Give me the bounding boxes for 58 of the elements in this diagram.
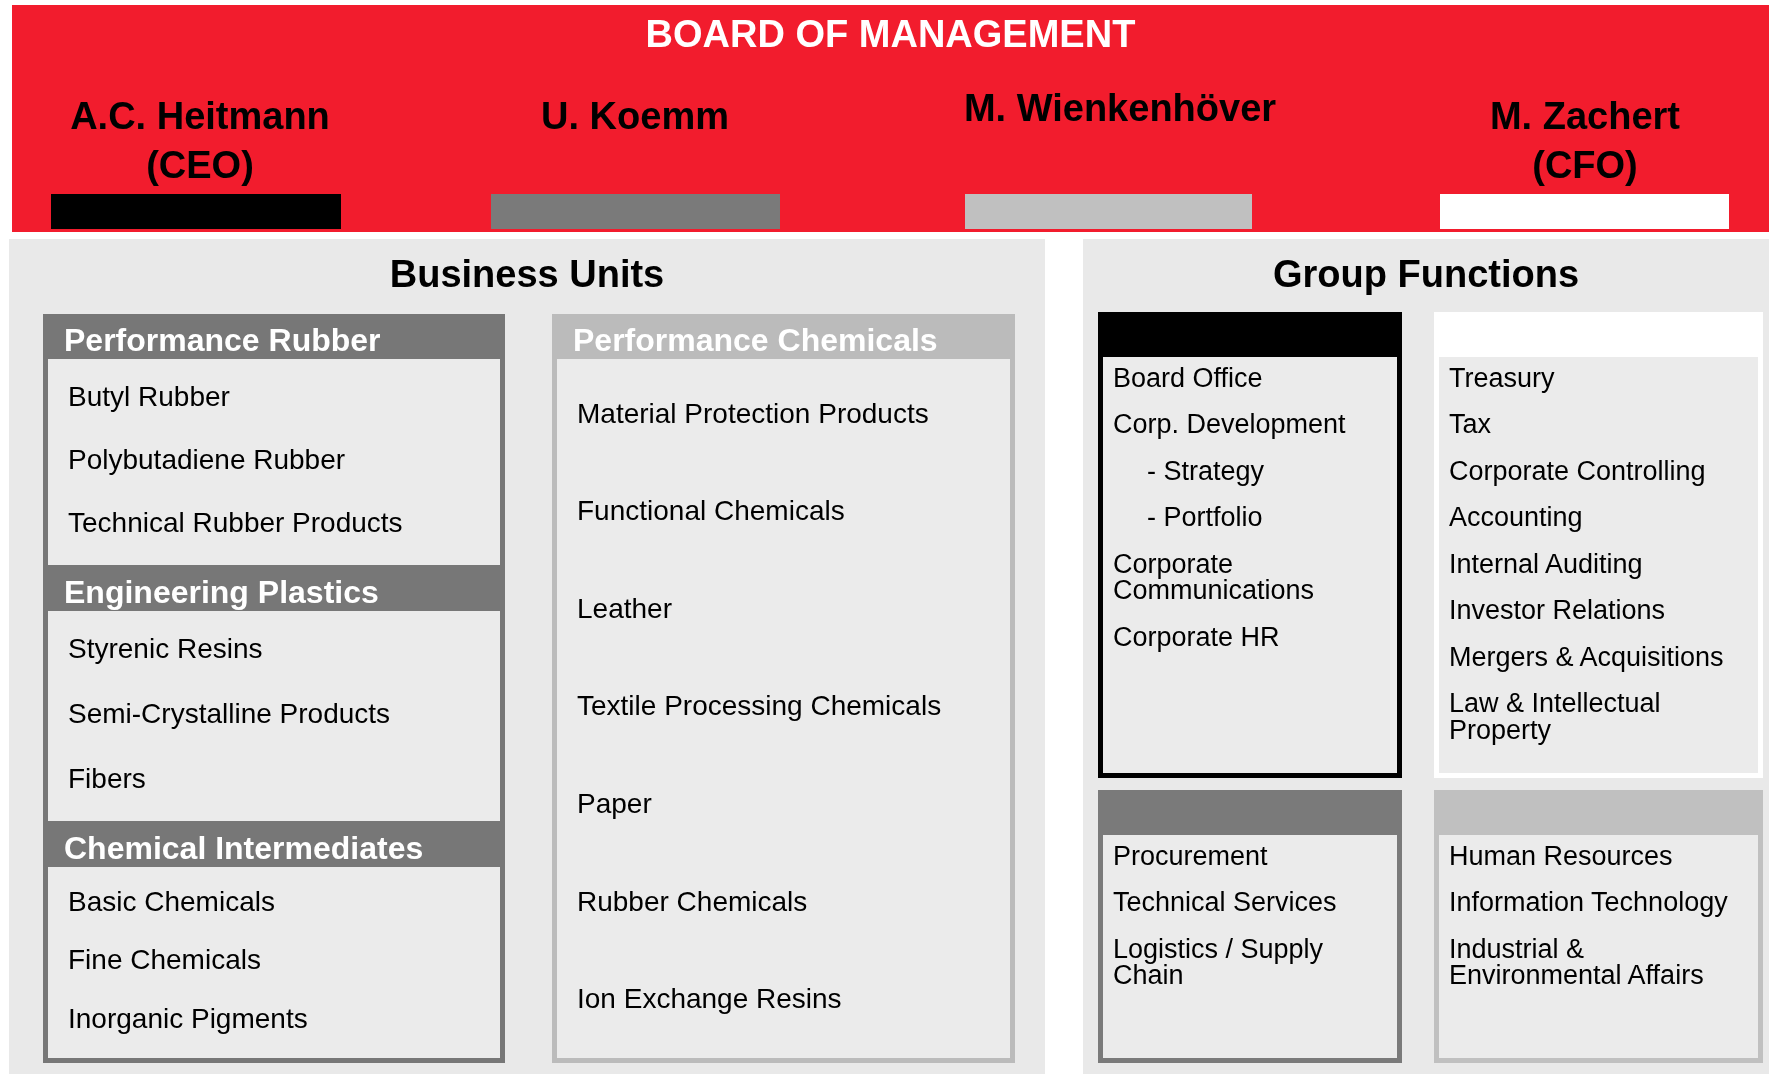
unit-card [1434, 790, 1763, 1063]
color-bar [51, 194, 341, 229]
list-item: Corporate Controlling [1449, 457, 1707, 485]
person-name: M. Wienkenhöver [920, 84, 1320, 144]
list-item: Material Protection Products [577, 399, 930, 428]
list-item: Board Office [1113, 365, 1264, 392]
list-item: Rubber Chemicals [577, 887, 809, 916]
list-item: Investor Relations [1449, 597, 1667, 624]
card-header: Performance Chemicals [557, 319, 1010, 359]
card-header: Performance Rubber [48, 319, 500, 359]
unit-card [1098, 312, 1402, 778]
card-header: Engineering Plastics [48, 571, 500, 611]
list-item: Information Technology [1449, 889, 1729, 916]
list-item: Law & Intellectual Property [1449, 690, 1662, 744]
list-item: Internal Auditing [1449, 550, 1644, 578]
section-panel [9, 239, 1045, 1074]
list-item: Inorganic Pigments [68, 1004, 309, 1033]
section-title: Group Functions [1271, 253, 1581, 296]
list-item: Logistics / Supply Chain [1113, 935, 1325, 989]
color-bar [1440, 194, 1729, 229]
list-item: Tax [1449, 411, 1493, 438]
list-item: Treasury [1449, 365, 1556, 392]
section-title: Business Units [388, 253, 666, 296]
color-bar [491, 194, 780, 229]
panel-title: BOARD OF MANAGEMENT [644, 13, 1137, 56]
list-item: - Strategy [1146, 457, 1266, 485]
list-item: Technical Services [1113, 889, 1338, 916]
list-item: Corporate HR [1113, 623, 1281, 651]
list-item: Industrial & Environmental Affairs [1449, 935, 1705, 989]
list-item: Fine Chemicals [68, 946, 262, 975]
list-item: Textile Processing Chemicals [577, 692, 943, 721]
list-item: Procurement [1113, 843, 1269, 870]
section-panel [1083, 239, 1769, 1074]
list-item: Polybutadiene Rubber [68, 446, 347, 474]
list-item: Corp. Development [1113, 411, 1347, 438]
list-item: Fibers [68, 764, 147, 793]
person-name: A.C. Heitmann (CEO) [30, 92, 370, 192]
list-item: Styrenic Resins [68, 635, 264, 664]
list-item: Semi-Crystalline Products [68, 700, 392, 728]
list-item: Basic Chemicals [68, 888, 276, 917]
board-panel [12, 5, 1769, 232]
list-item: Mergers & Acquisitions [1449, 643, 1725, 671]
list-item: Technical Rubber Products [68, 509, 404, 538]
list-item: Human Resources [1449, 843, 1674, 870]
list-item: Paper [577, 790, 653, 819]
unit-card [552, 314, 1015, 1063]
list-item: - Portfolio [1146, 504, 1264, 531]
person-name: U. Koemm [480, 92, 790, 152]
list-item: Leather [577, 594, 673, 623]
person-name: M. Zachert (CFO) [1440, 92, 1730, 192]
list-item: Corporate Communications [1113, 550, 1316, 604]
unit-card [1098, 790, 1402, 1063]
list-item: Ion Exchange Resins [577, 985, 843, 1014]
list-item: Accounting [1449, 504, 1584, 531]
card-header: Chemical Intermediates [48, 827, 500, 867]
list-item: Butyl Rubber [68, 382, 231, 411]
color-bar [965, 194, 1252, 229]
list-item: Functional Chemicals [577, 497, 846, 526]
